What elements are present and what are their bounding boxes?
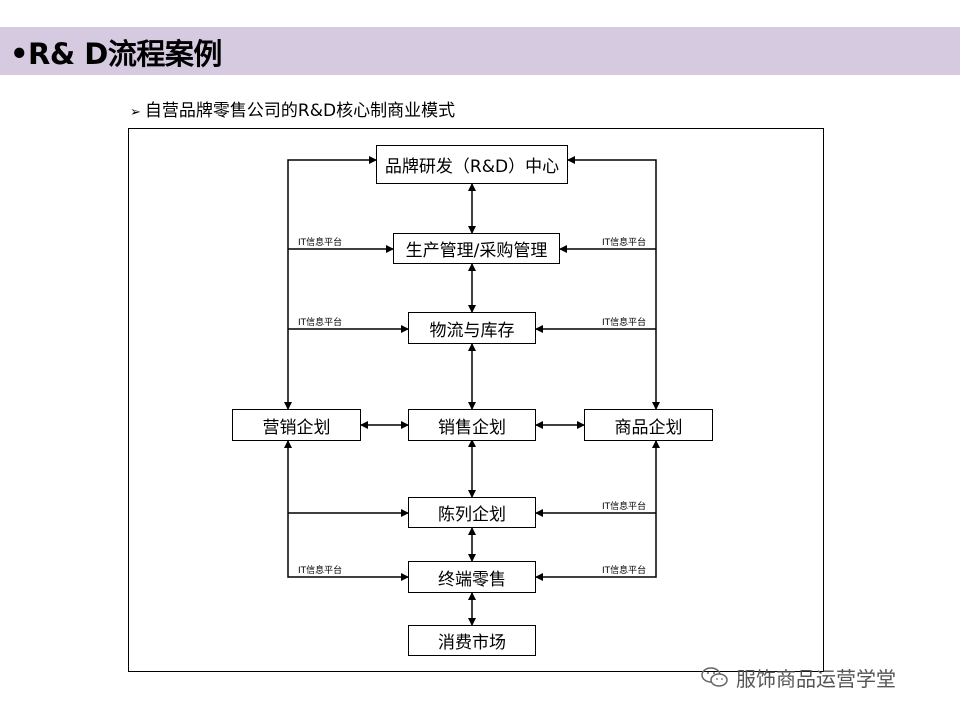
node-sales: 销售企划	[408, 409, 536, 441]
link-merchandise-rd	[567, 156, 660, 410]
link-left-lower	[284, 440, 409, 581]
node-market: 消费市场	[408, 625, 536, 656]
it-label-right-retail: IT信息平台	[602, 566, 647, 576]
diagram-frame	[128, 128, 824, 672]
it-label-left-retail: IT信息平台	[298, 566, 343, 576]
wechat-icon	[701, 667, 728, 687]
arrow-bullet-icon: ➢	[130, 105, 141, 120]
node-retail: 终端零售	[408, 561, 536, 593]
it-label-right-display: IT信息平台	[602, 502, 647, 512]
it-label-left-logistics: IT信息平台	[298, 318, 343, 328]
subtitle-text: 自营品牌零售公司的R&D核心制商业模式	[144, 101, 456, 121]
node-production: 生产管理/采购管理	[393, 233, 560, 264]
diagram-subtitle: ➢自营品牌零售公司的R&D核心制商业模式	[130, 100, 480, 124]
title-bar	[0, 27, 960, 75]
it-label-right-logistics: IT信息平台	[602, 318, 647, 328]
node-marketing: 营销企划	[232, 409, 361, 441]
it-label-right-production: IT信息平台	[602, 238, 647, 248]
link-marketing-rd	[284, 156, 377, 410]
node-rd-center: 品牌研发（R&D）中心	[376, 145, 568, 184]
it-label-left-production: IT信息平台	[298, 238, 343, 248]
slide-title: •R& D流程案例	[10, 37, 222, 71]
node-merchandise: 商品企划	[584, 409, 713, 441]
link-right-lower	[535, 440, 660, 581]
node-display: 陈列企划	[408, 497, 536, 528]
watermark-text: 服饰商品运营学堂	[736, 666, 896, 691]
watermark: 服饰商品运营学堂	[700, 662, 896, 692]
node-logistics: 物流与库存	[408, 312, 536, 344]
